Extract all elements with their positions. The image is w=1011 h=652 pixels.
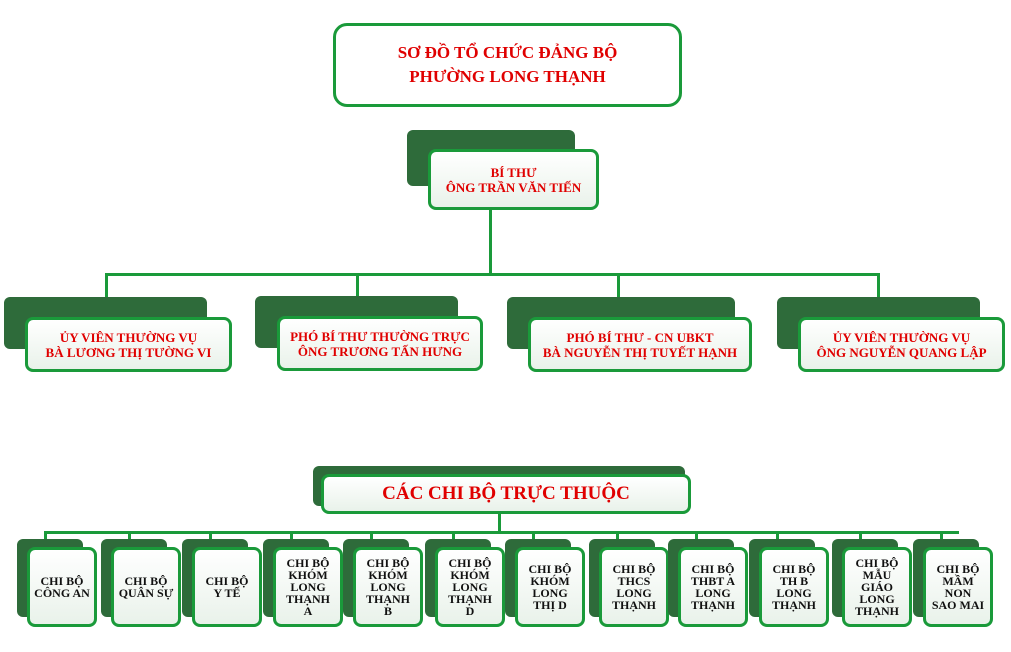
connector	[859, 531, 862, 541]
connector	[105, 273, 880, 276]
member-box: PHÓ BÍ THƯ - CN UBKT BÀ NGUYỄN THỊ TUYẾT…	[528, 317, 752, 372]
connector	[209, 531, 212, 541]
branch-label-line: MẪU	[862, 568, 892, 582]
secretary-name: ÔNG TRẦN VĂN TIẾN	[445, 179, 582, 195]
branch-label-line: KHÓM	[450, 568, 490, 582]
branches-title: CÁC CHI BỘ TRỰC THUỘC	[382, 483, 630, 504]
branch-label-line: LONG	[776, 586, 812, 600]
branch-label-line: CHI BỘ	[366, 556, 410, 570]
branch-label-line: CHI BỘ	[40, 574, 84, 588]
branch-label-line: CÔNG AN	[34, 586, 90, 600]
member-name: ÔNG TRƯƠNG TẤN HƯNG	[297, 343, 463, 359]
branch-label-line: CHI BỘ	[772, 562, 816, 576]
title-box: SƠ ĐỒ TỔ CHỨC ĐẢNG BỘ PHƯỜNG LONG THẠNH	[333, 23, 682, 107]
connector	[617, 273, 620, 297]
branch-label-line: A	[303, 604, 313, 618]
branch-label-line: LONG	[616, 586, 652, 600]
branch-label-line: CHI BỘ	[691, 562, 735, 576]
connector	[356, 273, 359, 297]
branch-label-line: SAO MAI	[931, 598, 985, 612]
member-name: BÀ NGUYỄN THỊ TUYẾT HẠNH	[542, 344, 738, 360]
member-box: ỦY VIÊN THƯỜNG VỤ BÀ LƯƠNG THỊ TƯỜNG VI	[25, 317, 232, 372]
connector	[776, 531, 779, 541]
member-box: PHÓ BÍ THƯ THƯỜNG TRỰC ÔNG TRƯƠNG TẤN HƯ…	[277, 316, 483, 371]
branch-label-line: CHI BỘ	[205, 574, 249, 588]
branch-label-line: TH B	[779, 574, 809, 588]
connector	[940, 531, 943, 541]
branch-label-line: CHI BỘ	[448, 556, 492, 570]
branch-label-line: GIÁO	[860, 580, 893, 594]
branch-label-line: LONG	[370, 580, 406, 594]
connector	[290, 531, 293, 541]
branch-label-line: THẠNH	[611, 598, 656, 612]
connector	[695, 531, 698, 541]
branch-label-line: D	[465, 604, 475, 618]
connector	[489, 210, 492, 273]
branch-label-line: CHI BỘ	[528, 562, 572, 576]
member-role: PHÓ BÍ THƯ THƯỜNG TRỰC	[290, 328, 470, 344]
branch-label-line: CHI BỘ	[936, 562, 980, 576]
branch-label-line: THẠNH	[771, 598, 816, 612]
member-role: PHÓ BÍ THƯ - CN UBKT	[566, 329, 714, 345]
connector	[44, 531, 47, 541]
branch-label-line: THẠNH	[285, 592, 330, 606]
member-box: ỦY VIÊN THƯỜNG VỤ ÔNG NGUYỄN QUANG LẬP	[798, 317, 1005, 372]
member-name: ÔNG NGUYỄN QUANG LẬP	[816, 344, 987, 360]
connector	[105, 273, 108, 297]
connector	[128, 531, 131, 541]
branch-label-line: KHÓM	[530, 574, 570, 588]
connector	[498, 514, 501, 532]
connector	[452, 531, 455, 541]
title-line-2: PHƯỜNG LONG THẠNH	[409, 67, 606, 86]
member-name: BÀ LƯƠNG THỊ TƯỜNG VI	[45, 344, 212, 360]
branch-label-line: THẠNH	[447, 592, 492, 606]
member-role: ỦY VIÊN THƯỜNG VỤ	[59, 329, 198, 345]
branch-label-line: KHÓM	[368, 568, 408, 582]
branch-label-line: KHÓM	[288, 568, 328, 582]
connector	[532, 531, 535, 541]
branch-label-line: CHI BỘ	[612, 562, 656, 576]
branches-title-box: CÁC CHI BỘ TRỰC THUỘC	[321, 474, 691, 514]
branch-label-line: LONG	[695, 586, 731, 600]
member-role: ỦY VIÊN THƯỜNG VỤ	[832, 329, 971, 345]
branch-label-line: LONG	[452, 580, 488, 594]
branch-label-line: LONG	[532, 586, 568, 600]
branch-label-line: CHI BỘ	[124, 574, 168, 588]
branch-label-line: THCS	[617, 574, 651, 588]
branch-label-line: Y TẾ	[213, 586, 241, 600]
branch-label-line: NON	[944, 586, 972, 600]
branch-label-line: THẠNH	[690, 598, 735, 612]
title-line-1: SƠ ĐỒ TỔ CHỨC ĐẢNG BỘ	[397, 43, 618, 62]
connector	[877, 273, 880, 297]
secretary-role: BÍ THƯ	[490, 164, 537, 180]
branch-label-line: MẦM	[942, 574, 974, 588]
branch-label-line: B	[383, 604, 392, 618]
branch-label-line: THẠNH	[854, 604, 899, 618]
branch-label-line: QUÂN SỰ	[118, 586, 174, 600]
branch-label-line: CHI BỘ	[855, 556, 899, 570]
branch-label-line: LONG	[859, 592, 895, 606]
connector	[370, 531, 373, 541]
branch-label-line: LONG	[290, 580, 326, 594]
branch-label-line: THẠNH	[365, 592, 410, 606]
secretary-box: BÍ THƯ ÔNG TRẦN VĂN TIẾN	[428, 149, 599, 210]
connector	[616, 531, 619, 541]
branch-label-line: THỊ D	[533, 598, 567, 612]
branch-label-line: THBT A	[690, 574, 736, 588]
branch-label-line: CHI BỘ	[286, 556, 330, 570]
connector	[44, 531, 959, 534]
